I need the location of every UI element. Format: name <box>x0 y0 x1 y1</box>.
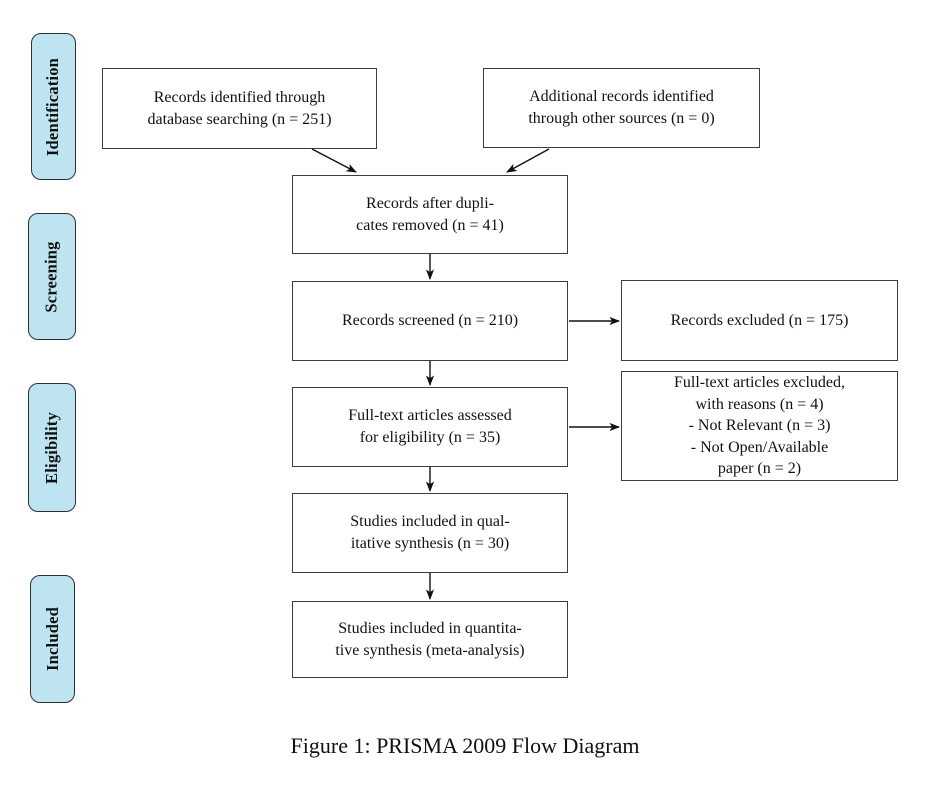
arrow-identified-to-dedup <box>311 148 357 173</box>
box-fulltext-excluded-line: - Not Open/Available <box>690 438 829 456</box>
box-records-screened-line: Records screened (n = 210) <box>341 312 519 329</box>
box-additional-records-line: Additional records identified <box>529 88 714 105</box>
box-qualitative-synthesis: Studies included in qual- itative synthe… <box>292 493 568 573</box>
box-duplicates-removed: Records after dupli- cates removed (n = … <box>292 175 568 254</box>
box-records-screened: Records screened (n = 210) <box>292 281 568 361</box>
box-quantitative-synthesis-line: Studies included in quantita- <box>338 619 522 637</box>
stage-identification: Identification <box>31 33 76 180</box>
stage-screening: Screening <box>28 213 76 340</box>
box-additional-records: Additional records identified through ot… <box>483 68 760 148</box>
box-additional-records-line: through other sources (n = 0) <box>528 110 715 127</box>
box-records-excluded-line: Records excluded (n = 175) <box>670 311 849 329</box>
box-records-excluded: Records excluded (n = 175) <box>621 280 898 361</box>
box-fulltext-excluded-line: - Not Relevant (n = 3) <box>688 417 831 435</box>
box-records-identified-line: database searching (n = 251) <box>147 110 332 128</box>
stage-included-label: Included <box>42 607 62 671</box>
box-qualitative-synthesis-line: Studies included in qual- <box>350 513 510 530</box>
box-fulltext-excluded-line: with reasons (n = 4) <box>695 395 824 413</box>
arrow-additional-to-dedup <box>506 148 550 173</box>
box-records-identified-line: Records identified through <box>153 88 326 106</box>
box-duplicates-removed-line: cates removed (n = 41) <box>356 216 504 234</box>
figure-caption: Figure 1: PRISMA 2009 Flow Diagram <box>290 733 640 758</box>
box-fulltext-excluded-line: Full-text articles excluded, <box>673 374 846 392</box>
stage-eligibility: Eligibility <box>28 383 76 512</box>
box-quantitative-synthesis: Studies included in quantita- tive synth… <box>292 601 568 678</box>
stage-included: Included <box>30 575 75 703</box>
box-quantitative-synthesis-line: tive synthesis (meta-analysis) <box>335 641 525 659</box>
box-fulltext-excluded: Full-text articles excluded, with reason… <box>621 371 898 481</box>
box-fulltext-assessed: Full-text articles assessed for eligibil… <box>292 387 568 467</box>
box-qualitative-synthesis-line: itative synthesis (n = 30) <box>350 535 510 552</box>
box-duplicates-removed-line: Records after dupli- <box>366 194 494 212</box>
stage-identification-label: Identification <box>43 57 63 156</box>
stage-eligibility-label: Eligibility <box>42 411 62 484</box>
box-fulltext-assessed-line: Full-text articles assessed <box>348 407 512 424</box>
box-fulltext-excluded-line: paper (n = 2) <box>717 460 802 478</box>
stage-screening-label: Screening <box>42 240 62 313</box>
box-fulltext-assessed-line: for eligibility (n = 35) <box>359 429 501 446</box>
box-records-identified: Records identified through database sear… <box>102 68 377 149</box>
